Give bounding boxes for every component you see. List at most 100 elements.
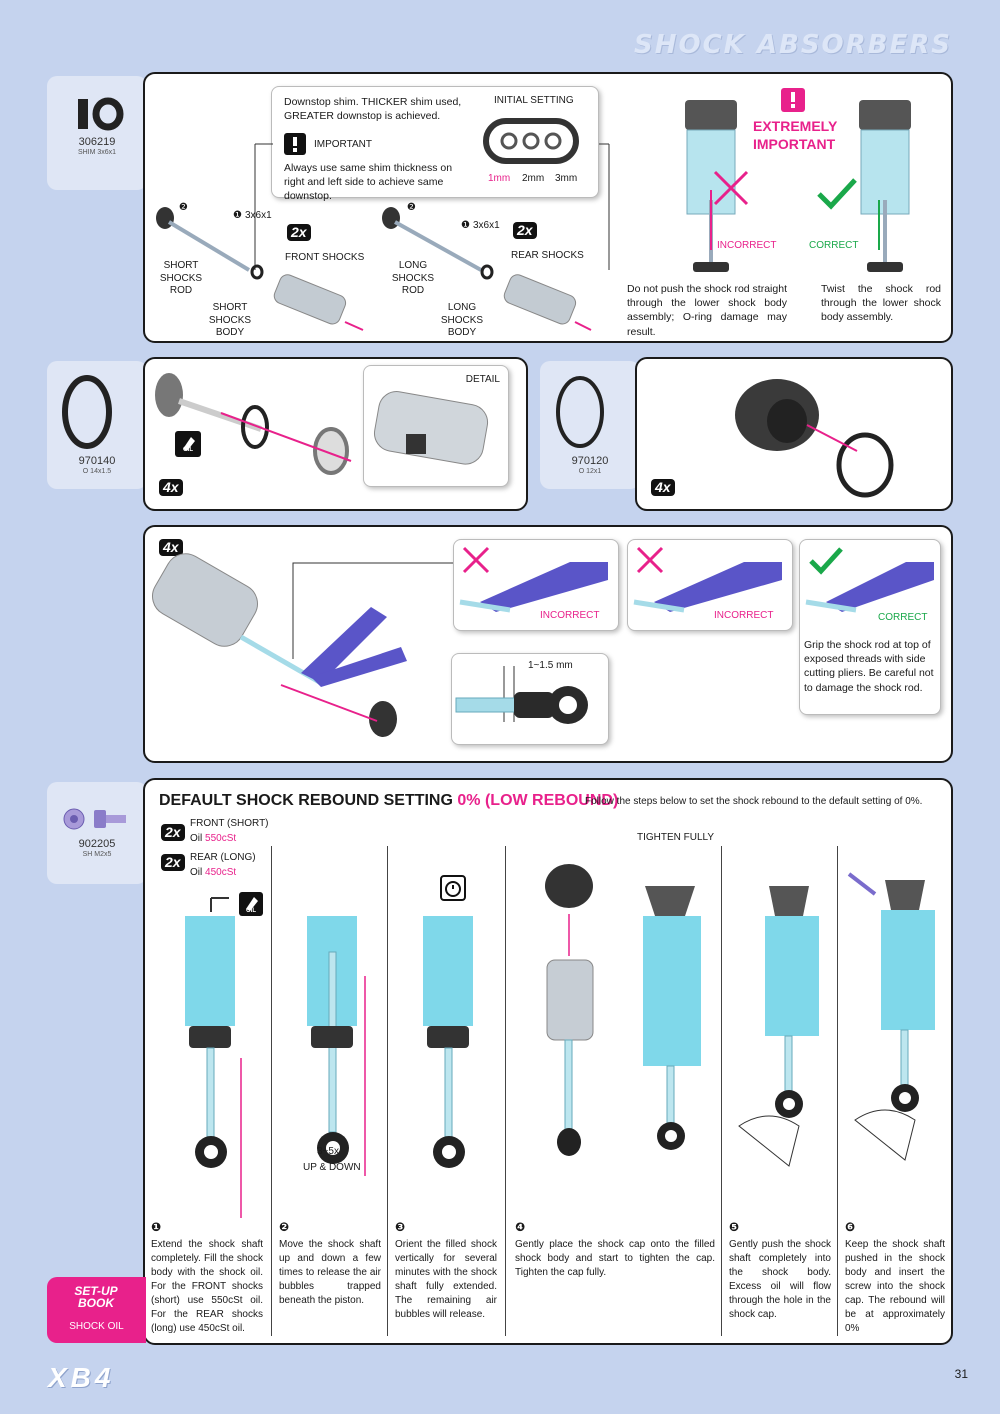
important-note: Always use same shim thickness on right …	[284, 162, 453, 203]
front-oil-label: FRONT (SHORT)	[190, 818, 269, 829]
cross-icon	[636, 546, 664, 574]
qty-badge: 4x	[159, 539, 183, 557]
setup-book-subtitle: SHOCK OIL	[69, 1321, 124, 1332]
oil-label: OIL	[183, 447, 193, 453]
step-text: Gently place the shock cap onto the fill…	[515, 1239, 715, 1278]
checkmark-icon	[817, 178, 857, 210]
part-shim: 306219 SHIM 3x6x1	[47, 76, 147, 190]
oring-icon	[556, 376, 604, 448]
rear-qty-badge: 2x	[161, 854, 185, 872]
front-oil-value: Oil 550cSt	[190, 833, 237, 844]
shim-icon	[78, 97, 124, 131]
front-qty-badge: 2x	[161, 824, 185, 842]
step-divider	[505, 846, 506, 1336]
detail-shock-illustration	[373, 391, 489, 465]
rear-title: REAR SHOCKS	[511, 250, 584, 261]
panel-oring-shock: OIL 4x DETAIL	[143, 357, 528, 511]
front-ring-num: ❷	[179, 202, 188, 213]
step-text: Keep the shock shaft pushed in the shock…	[845, 1239, 945, 1334]
important-label: IMPORTANT	[314, 139, 372, 150]
step-text: Gently push the shock shaft completely i…	[729, 1239, 831, 1320]
shim-note-callout: Downstop shim. THICKER shim used, GREATE…	[271, 86, 599, 202]
rear-body-label: LONG SHOCKS BODY	[440, 302, 484, 338]
grip-text: Grip the shock rod at top of exposed thr…	[804, 639, 934, 694]
cross-icon	[713, 170, 749, 206]
measure-label: 1~1.5 mm	[528, 660, 573, 671]
correct-cut: CORRECT Grip the shock rod at top of exp…	[799, 539, 941, 715]
oring-icon	[62, 375, 112, 449]
correct-label: CORRECT	[809, 240, 859, 251]
step6-shock-illustration	[847, 872, 935, 1161]
rear-qty-badge: 2x	[513, 222, 537, 240]
setting-3mm: 3mm	[555, 173, 578, 184]
oil-icon	[239, 892, 263, 916]
front-rod-label: SHORT SHOCKS ROD	[159, 260, 203, 296]
rod-end-illustration	[455, 666, 588, 724]
part-oring-14: 970140 O 14x1.5	[47, 361, 147, 489]
step1-shock-illustration	[185, 897, 242, 1218]
panel-rebound-setting: DEFAULT SHOCK REBOUND SETTING 0% (LOW RE…	[143, 778, 953, 1345]
correct-text: Twist the shock rod through the lower sh…	[821, 283, 941, 324]
step-number: ❸	[395, 1220, 406, 1234]
part-screw: 902205 SH M2x5	[47, 782, 147, 884]
part-name: O 12x1	[578, 468, 602, 475]
incorrect-cut-1: INCORRECT	[453, 539, 619, 631]
step4-cap-illustration	[545, 864, 701, 1156]
front-shim-size: 3x6x1	[245, 210, 272, 221]
front-qty-badge: 2x	[287, 224, 311, 242]
cap-oring-illustration	[735, 379, 894, 498]
step5-shock-illustration	[738, 886, 819, 1167]
incorrect-label: INCORRECT	[714, 610, 774, 621]
step-divider	[271, 846, 272, 1336]
pliers-icon	[805, 562, 934, 613]
front-shim-num: ❶	[233, 210, 242, 221]
initial-setting-label: INITIAL SETTING	[494, 95, 574, 106]
incorrect-shock-illustration	[685, 100, 737, 272]
rod-pliers-illustration	[152, 553, 407, 737]
setting-1mm: 1mm	[488, 173, 511, 184]
qty-badge: 4x	[651, 479, 675, 497]
panel-cut-rod: 4x INCORRECT INCORRECT	[143, 525, 953, 763]
oil-label: OIL	[246, 908, 256, 914]
step3-shock-illustration	[423, 916, 473, 1168]
footer-logo: XB4	[48, 1362, 115, 1393]
step-divider	[837, 846, 838, 1336]
shock-body-oring-illustration	[155, 373, 352, 475]
setup-book-tab: SET-UP BOOK SHOCK OIL	[47, 1277, 146, 1343]
rear-shock-rod-illustration	[382, 207, 592, 331]
incorrect-text: Do not push the shock rod straight throu…	[627, 283, 787, 338]
step-text: Orient the filled shock vertically for s…	[395, 1239, 497, 1320]
part-number: 970140	[78, 455, 116, 467]
pliers-icon	[459, 562, 608, 613]
callout-leader-lines	[254, 143, 610, 270]
setup-book-title: SET-UP BOOK	[74, 1284, 118, 1310]
tighten-label: TIGHTEN FULLY	[637, 832, 715, 843]
detail-label: DETAIL	[465, 374, 500, 385]
step-text: Extend the shock shaft completely. Fill …	[151, 1239, 263, 1334]
warning-icon	[781, 88, 805, 112]
correct-label: CORRECT	[878, 612, 928, 623]
incorrect-label: INCORRECT	[540, 610, 600, 621]
qty-badge: 4x	[159, 479, 183, 497]
step-number: ❺	[729, 1220, 740, 1234]
shim-note: Downstop shim. THICKER shim used, GREATE…	[284, 96, 462, 123]
rear-rod-label: LONG SHOCKS ROD	[391, 260, 435, 296]
warning-icon	[284, 133, 306, 155]
checkmark-icon	[809, 547, 843, 575]
updown-count: 3~5x	[317, 1146, 339, 1157]
front-body-label: SHORT SHOCKS BODY	[208, 302, 252, 338]
setting-2mm: 2mm	[522, 173, 545, 184]
screw-icon	[63, 808, 126, 830]
incorrect-label: INCORRECT	[717, 240, 777, 251]
extremely-important-label: EXTREMELY IMPORTANT	[753, 118, 838, 152]
correct-shock-illustration	[859, 100, 911, 272]
part-name: O 14x1.5	[82, 468, 112, 475]
step-number: ❻	[845, 1220, 856, 1234]
measure-callout: 1~1.5 mm	[451, 653, 609, 745]
rear-shim-size: 3x6x1	[473, 220, 500, 231]
step-divider	[387, 846, 388, 1336]
rebound-title: DEFAULT SHOCK REBOUND SETTING 0% (LOW RE…	[159, 792, 618, 810]
updown-label: UP & DOWN	[303, 1162, 361, 1173]
shim-tree-icon	[483, 118, 579, 164]
step-text: Move the shock shaft up and down a few t…	[279, 1239, 381, 1306]
